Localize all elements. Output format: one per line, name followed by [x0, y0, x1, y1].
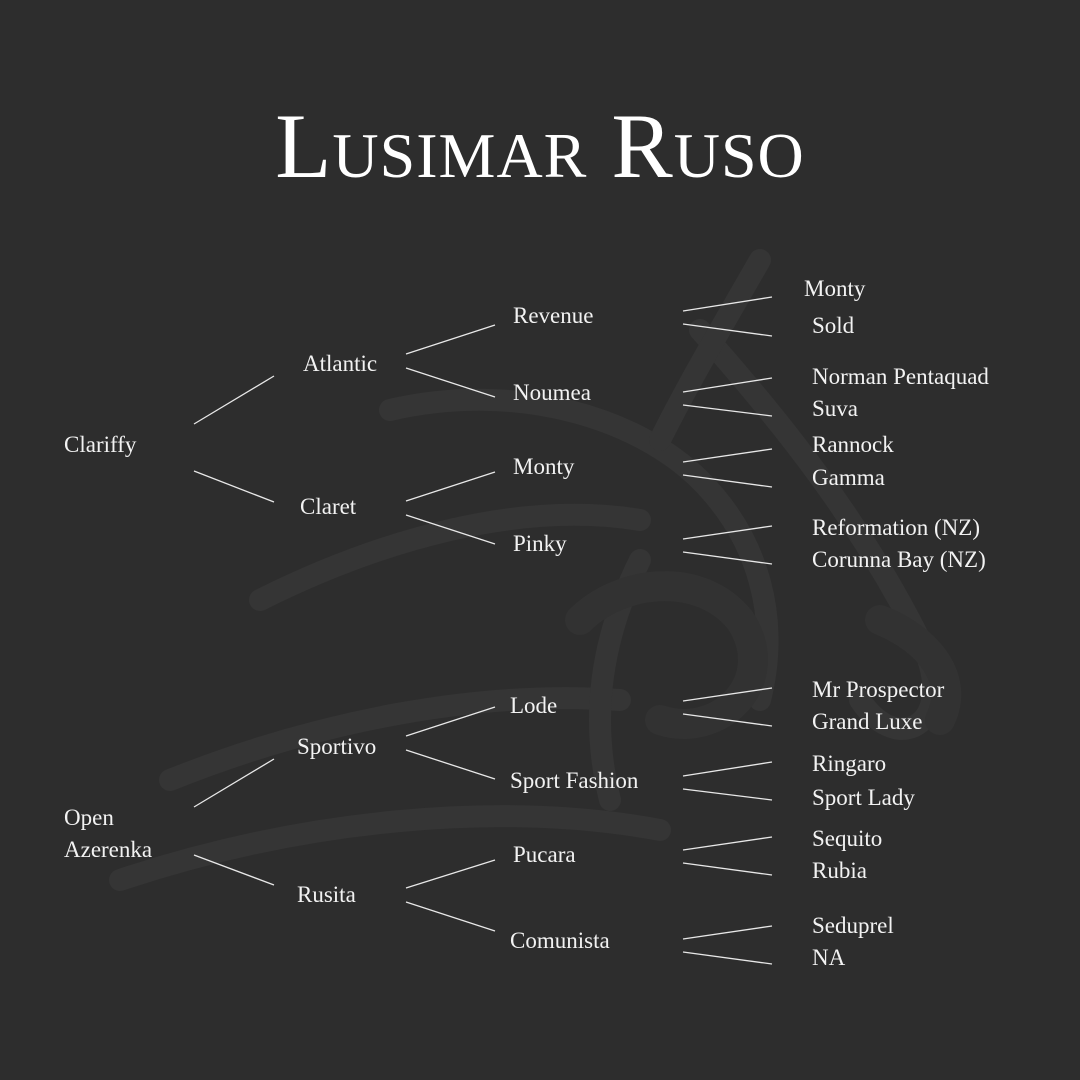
- connector-line: [682, 551, 773, 565]
- dam-dam-sire: Pucara: [513, 842, 576, 867]
- connector-line: [193, 470, 275, 503]
- connector-line: [682, 296, 773, 312]
- sire-sire-sire: Revenue: [513, 303, 594, 328]
- connector-line: [682, 377, 773, 393]
- connector-line: [405, 901, 496, 932]
- dam-dam: Rusita: [297, 882, 356, 907]
- connector-line: [405, 471, 496, 502]
- ddss: Sequito: [812, 826, 883, 851]
- dam-sire: Sportivo: [297, 734, 377, 759]
- dam-sire-sire: Lode: [510, 693, 558, 718]
- dddd: NA: [812, 945, 846, 970]
- sdsd: Gamma: [812, 465, 885, 490]
- connector-line: [193, 854, 275, 886]
- ssdd: Suva: [812, 396, 858, 421]
- sire-dam-sire: Monty: [513, 454, 575, 479]
- connector-line: [405, 324, 496, 355]
- sddd: Corunna Bay (NZ): [812, 547, 986, 572]
- connector-line: [405, 859, 496, 889]
- ddsd: Rubia: [812, 858, 867, 883]
- connector-line: [193, 375, 275, 425]
- sire-dam-dam: Pinky: [513, 531, 567, 556]
- sire-dam: Claret: [300, 494, 357, 519]
- connector-line: [682, 323, 773, 337]
- ddds: Seduprel: [812, 913, 894, 938]
- sire-sire: Atlantic: [303, 351, 378, 376]
- connector-line: [405, 367, 496, 398]
- dam-name-line1: Open: [64, 805, 114, 830]
- connector-line: [682, 836, 773, 851]
- dam: Open Azerenka: [64, 802, 152, 866]
- connector-line: [405, 706, 496, 737]
- connector-line: [682, 925, 773, 940]
- horse-name-title: Lusimar Ruso: [275, 95, 805, 197]
- dsds: Ringaro: [812, 751, 887, 776]
- ssss: Monty: [804, 276, 866, 301]
- connector-line: [682, 404, 773, 417]
- dsss: Mr Prospector: [812, 677, 945, 702]
- connector-line: [682, 761, 773, 777]
- connector-line: [682, 687, 773, 702]
- connector-line: [405, 514, 496, 545]
- connector-line: [682, 951, 773, 965]
- connector-line: [193, 758, 275, 808]
- connector-line: [682, 525, 773, 540]
- sire-sire-dam: Noumea: [513, 380, 591, 405]
- dam-dam-dam: Comunista: [510, 928, 610, 953]
- connector-line: [682, 474, 773, 488]
- dssd: Grand Luxe: [812, 709, 923, 734]
- ssds: Norman Pentaquad: [812, 364, 989, 389]
- dam-name-line2: Azerenka: [64, 837, 153, 862]
- sire: Clariffy: [64, 432, 137, 457]
- connector-line: [682, 448, 773, 463]
- connector-line: [682, 713, 773, 727]
- connector-line: [682, 788, 773, 801]
- connector-line: [405, 749, 496, 780]
- dam-sire-dam: Sport Fashion: [510, 768, 639, 793]
- sdds: Reformation (NZ): [812, 515, 980, 540]
- dsdd: Sport Lady: [812, 785, 915, 810]
- sdss: Rannock: [812, 432, 894, 457]
- sssd: Sold: [812, 313, 855, 338]
- connector-line: [682, 862, 773, 876]
